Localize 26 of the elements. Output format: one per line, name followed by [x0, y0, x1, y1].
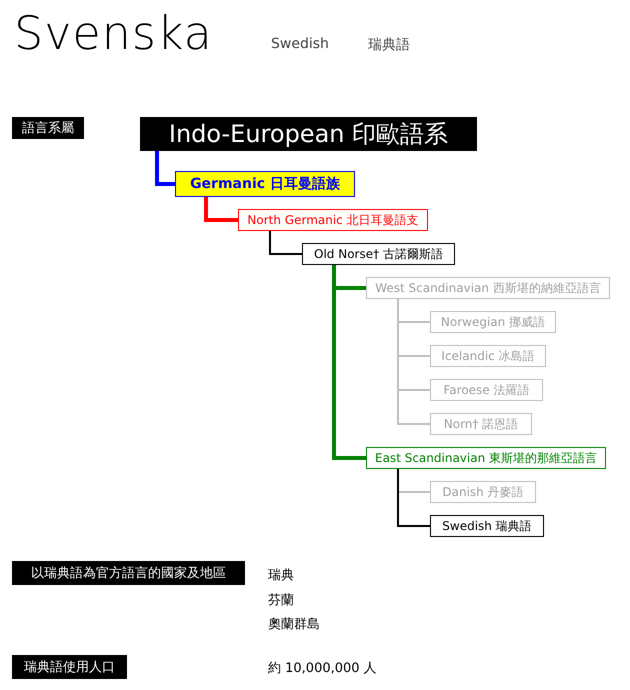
connector-line — [269, 231, 302, 255]
subtitle: Swedish — [271, 36, 329, 52]
heading-band: 以瑞典語為官方語言的國家及地區 — [12, 561, 245, 585]
language-box: West Scandinavian 西斯堪的納維亞語言 — [366, 277, 610, 299]
country-text: 瑞典 — [268, 567, 294, 584]
language-box: North Germanic 北日耳曼語支 — [238, 209, 428, 231]
language-box: Danish 丹麥語 — [430, 481, 536, 503]
language-box: Swedish 瑞典語 — [430, 515, 544, 537]
heading-band: 語言系屬 — [12, 117, 84, 139]
language-box: East Scandinavian 東斯堪的那維亞語言 — [366, 447, 606, 469]
heading-band: 瑞典語使用人口 — [12, 655, 127, 679]
language-box: Indo-European 印歐語系 — [140, 117, 477, 151]
connector-line — [155, 151, 175, 186]
language-box: Norn† 諾恩語 — [430, 413, 532, 435]
language-box: Germanic 日耳曼語族 — [175, 171, 355, 197]
language-box: Faroese 法羅語 — [430, 379, 543, 401]
subtitle: 瑞典語 — [368, 36, 410, 54]
connector-line — [397, 469, 430, 527]
country-text: 奧蘭群島 — [268, 616, 320, 633]
language-box: Icelandic 冰島語 — [430, 345, 546, 367]
language-box: Old Norse† 古諾爾斯語 — [302, 243, 455, 265]
title: Svenska — [14, 6, 213, 60]
connector-line — [204, 197, 238, 222]
population-text: 約 10,000,000 人 — [268, 660, 377, 677]
country-text: 芬蘭 — [268, 592, 294, 609]
language-box: Norwegian 挪威語 — [430, 311, 556, 333]
